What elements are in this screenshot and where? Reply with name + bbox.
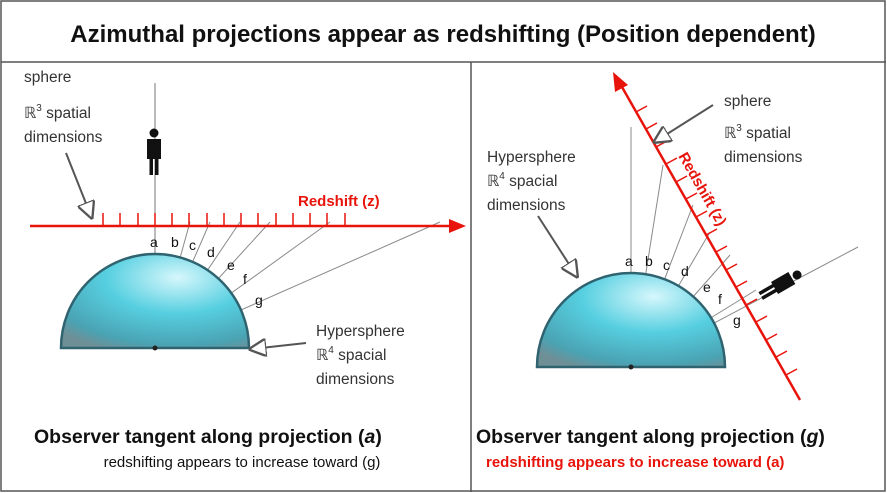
right-subcaption: redshifting appears to increase toward (… — [486, 454, 784, 471]
left-letter-a: a — [150, 234, 158, 250]
left-redshift-arrowhead — [449, 219, 466, 233]
left-projection-letters: a b c d e f g — [150, 234, 263, 308]
left-sphere-pointer — [65, 152, 91, 216]
left-panel: Redshift (z) sphere ℝ3 spatial dimension… — [24, 69, 466, 471]
left-letter-b: b — [171, 234, 179, 250]
left-redshift-ticks — [102, 213, 346, 226]
left-center-dot — [152, 345, 158, 351]
left-letter-e: e — [227, 257, 235, 273]
right-letter-c: c — [663, 257, 670, 273]
right-sphere-label: sphere — [724, 93, 771, 110]
left-letter-d: d — [207, 244, 215, 260]
right-sphere-pointer — [656, 104, 714, 141]
right-redshift-label: Redshift (z) — [675, 150, 730, 229]
left-redshift-label: Redshift (z) — [298, 193, 380, 210]
left-subcaption: redshifting appears to increase toward (… — [104, 454, 381, 471]
left-sphere-dims: ℝ3 spatial — [24, 103, 91, 122]
left-letter-c: c — [189, 237, 196, 253]
left-letter-f: f — [243, 271, 247, 287]
right-letter-b: b — [645, 253, 653, 269]
right-hypersphere — [535, 271, 727, 369]
left-hyper-dims: ℝ4 spacial — [316, 345, 386, 364]
left-caption: Observer tangent along projection (a) — [34, 426, 382, 448]
left-sphere-label: sphere — [24, 69, 71, 86]
right-projection-letters: a b c d e f g — [625, 253, 741, 328]
page-title: Azimuthal projections appear as redshift… — [70, 21, 815, 48]
right-sphere-dims-line2: dimensions — [724, 149, 803, 166]
right-hyper-dims-line2: dimensions — [487, 197, 566, 214]
left-hyper-pointer — [252, 343, 307, 349]
left-sphere-dims-line2: dimensions — [24, 129, 103, 146]
right-panel: Redshift (z) sphere ℝ3 spatial dimension… — [476, 72, 859, 471]
right-letter-g: g — [733, 312, 741, 328]
right-letter-d: d — [681, 263, 689, 279]
right-caption: Observer tangent along projection (g) — [476, 426, 825, 448]
left-hyper-dims-line2: dimensions — [316, 371, 395, 388]
right-hyper-label: Hypersphere — [487, 149, 576, 166]
right-observer-icon — [758, 270, 802, 300]
right-letter-f: f — [718, 291, 722, 307]
right-letter-a: a — [625, 253, 633, 269]
left-letter-g: g — [255, 292, 263, 308]
right-redshift-arrowhead — [613, 72, 628, 92]
right-letter-e: e — [703, 279, 711, 295]
left-hyper-label: Hypersphere — [316, 323, 405, 340]
right-center-dot — [628, 364, 634, 370]
right-hyper-pointer — [537, 215, 576, 275]
right-sphere-dims: ℝ3 spatial — [724, 123, 791, 142]
right-hyper-dims: ℝ4 spacial — [487, 171, 557, 190]
left-observer-icon — [147, 128, 161, 175]
left-hypersphere — [59, 252, 251, 350]
